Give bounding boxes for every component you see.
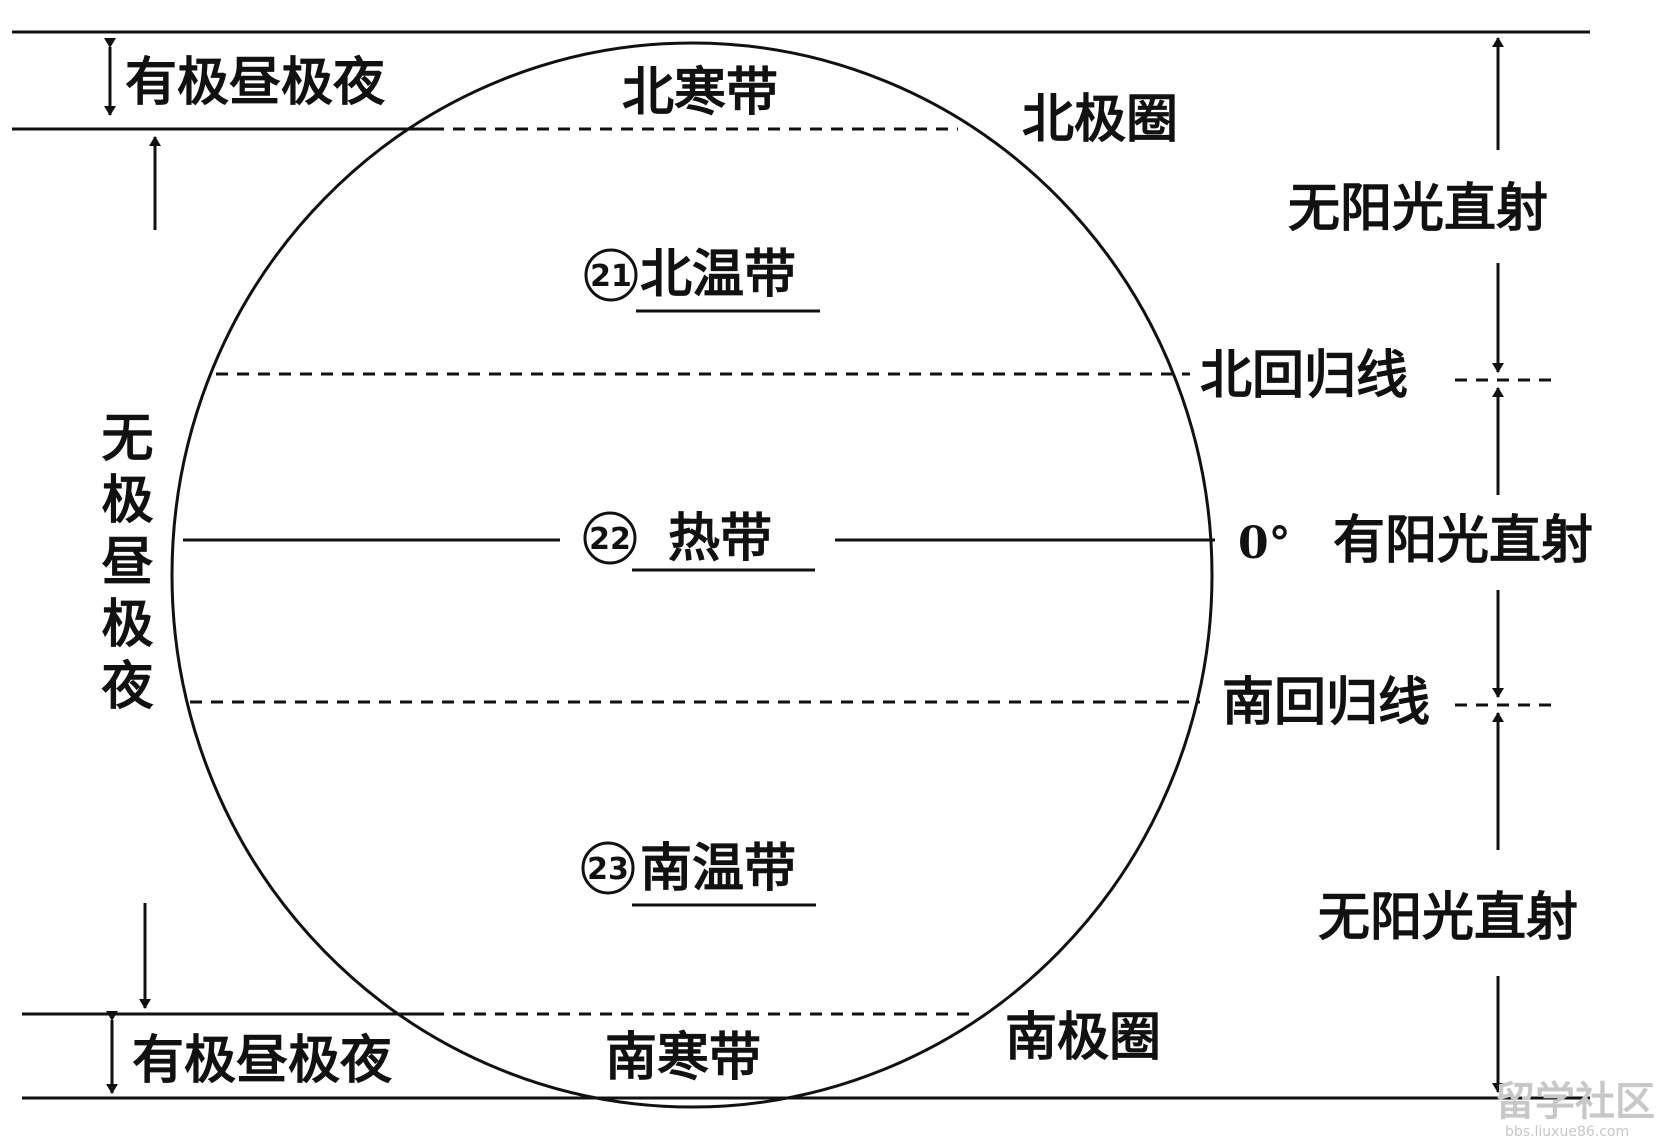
equator-label: 0° <box>1238 518 1291 569</box>
num-22-circle <box>583 511 637 565</box>
north-temperate-zone-label: 北温带 <box>640 245 796 305</box>
tropical-zone-label: 热带 <box>668 509 772 569</box>
south-frigid-zone-label: 南寒带 <box>605 1028 761 1088</box>
num-22-label: 22 <box>589 522 631 557</box>
num-21-label: 21 <box>590 259 632 294</box>
antarctic-circle-label: 南极圈 <box>1005 1008 1161 1068</box>
south-temperate-zone-label: 南温带 <box>640 839 796 899</box>
top-polar-day-night-label: 有极昼极夜 <box>125 53 386 113</box>
no-direct-sunlight-top-label: 无阳光直射 <box>1288 179 1548 239</box>
earth-circle <box>170 41 1214 1109</box>
north-frigid-zone-label: 北寒带 <box>622 63 778 123</box>
arctic-circle-label: 北极圈 <box>1022 90 1178 150</box>
num-21-circle <box>584 248 638 302</box>
bottom-polar-day-night-label: 有极昼极夜 <box>132 1031 393 1091</box>
watermark-url: bbs.liuxue86.com <box>1505 1124 1629 1140</box>
no-polar-day-night-label: 无极昼极夜 <box>92 410 154 720</box>
no-direct-sunlight-bottom-label: 无阳光直射 <box>1318 888 1578 948</box>
direct-sunlight-label: 有阳光直射 <box>1333 511 1593 571</box>
num-23-circle <box>581 841 635 895</box>
tropic-of-cancer-label: 北回归线 <box>1200 346 1408 406</box>
num-23-label: 23 <box>587 852 629 887</box>
tropic-of-capricorn-label: 南回归线 <box>1222 673 1430 733</box>
watermark-logo: 留学社区 <box>1495 1079 1655 1125</box>
